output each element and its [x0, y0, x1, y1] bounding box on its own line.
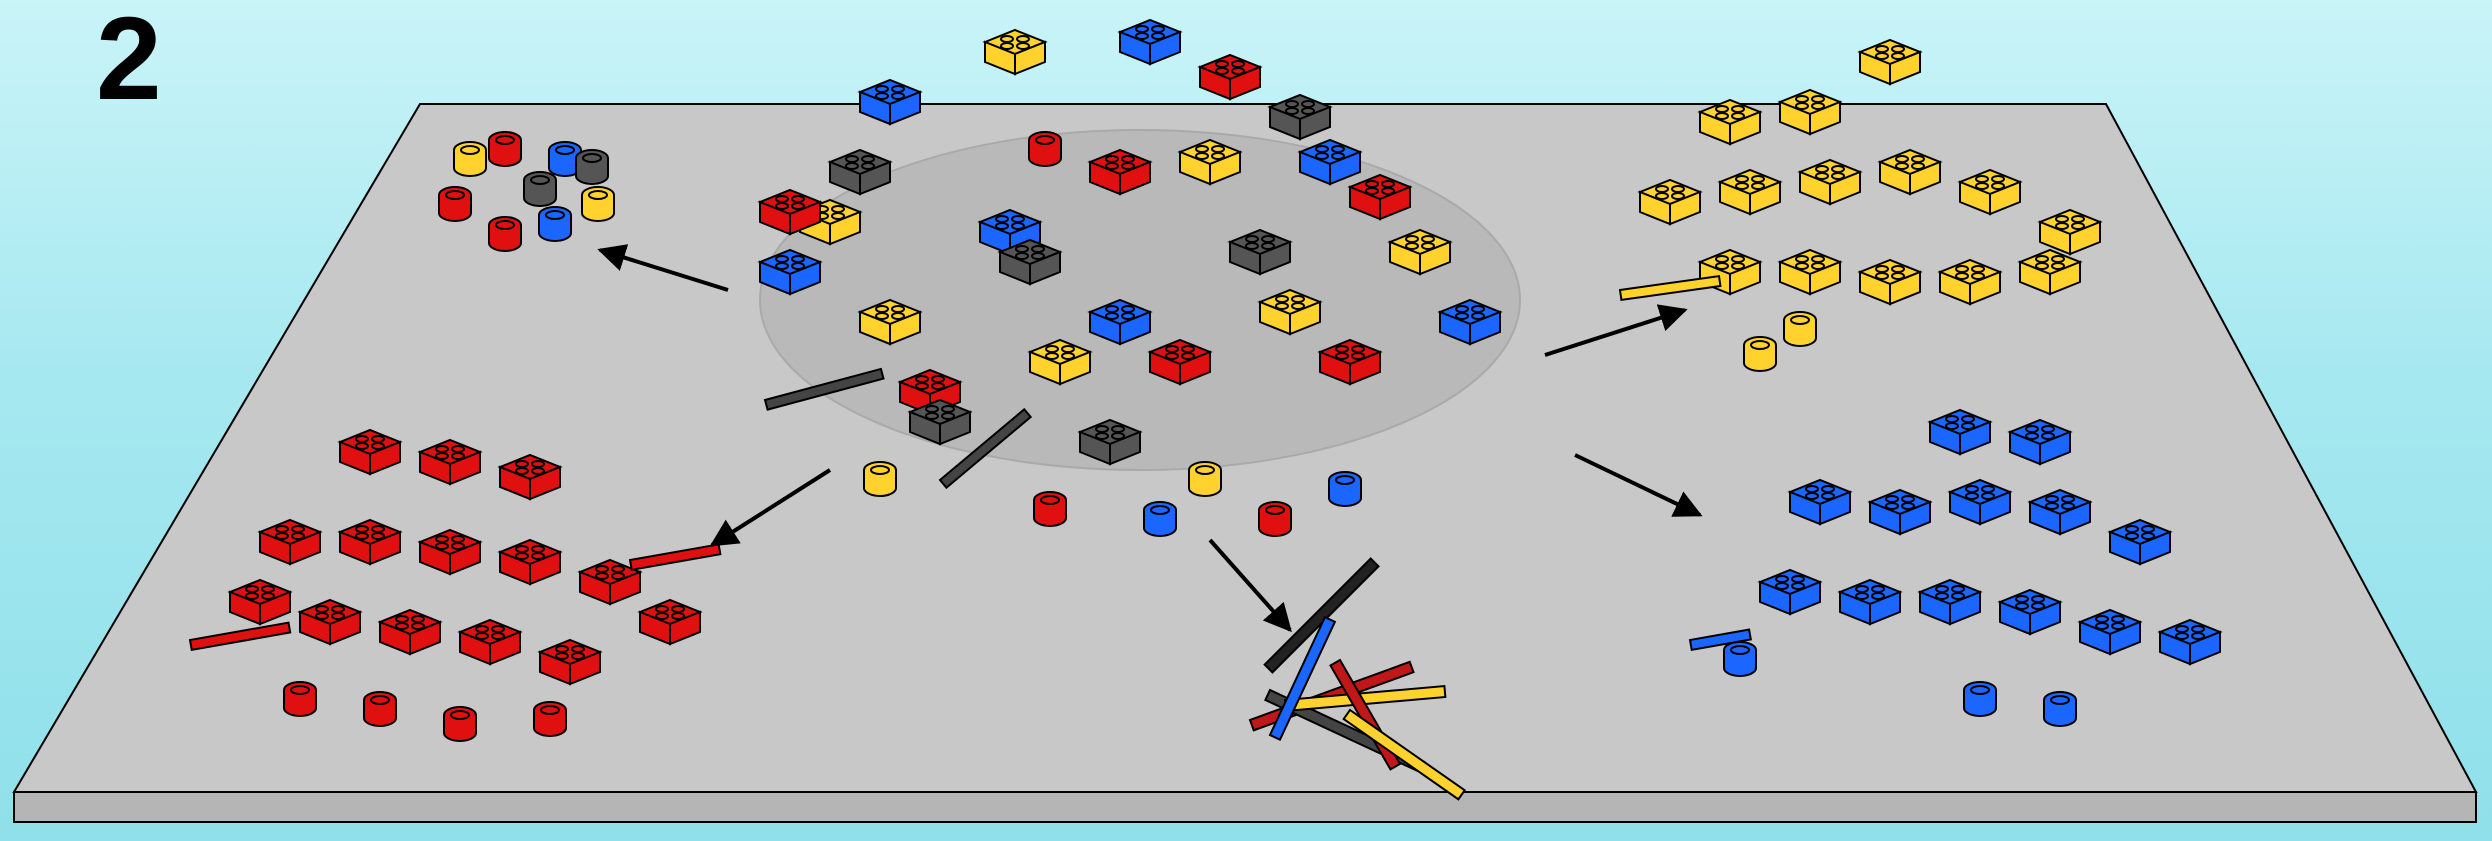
instruction-step-scene: 2	[0, 0, 2492, 841]
sorting-illustration	[0, 0, 2492, 841]
